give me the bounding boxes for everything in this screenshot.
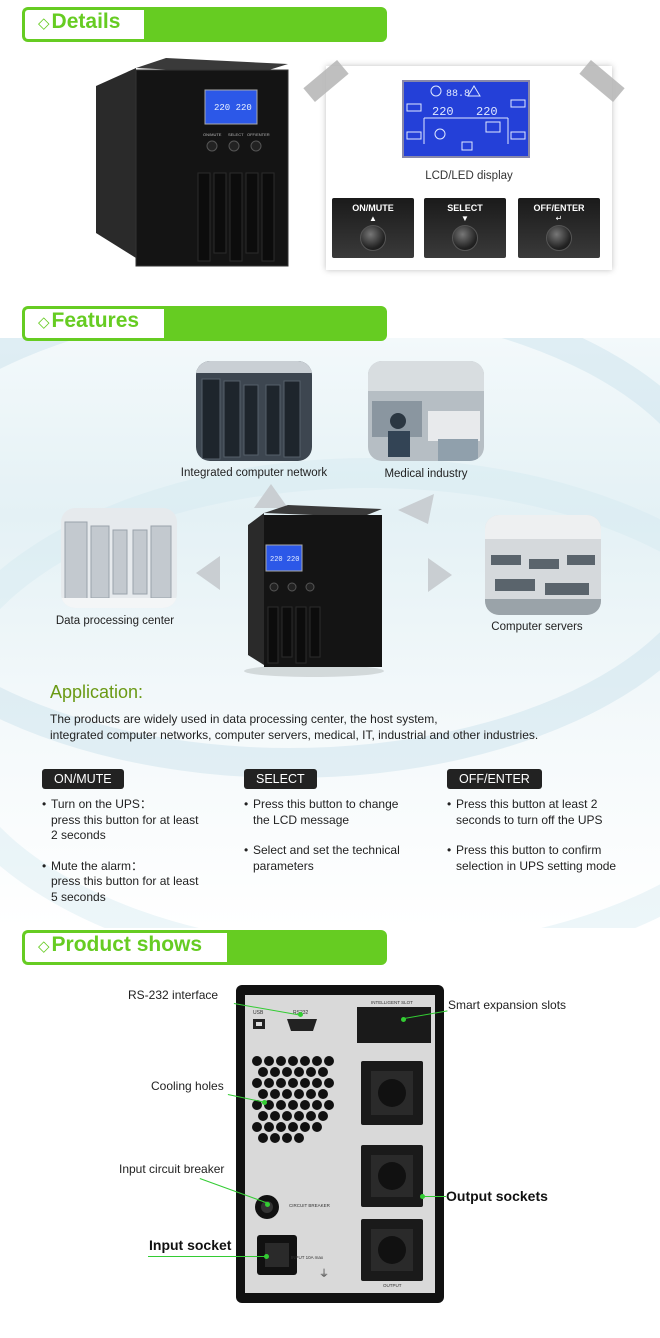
list-item: Turn on the UPS： press this button for a… <box>42 797 242 844</box>
network-caption: Integrated computer network <box>180 467 328 479</box>
svg-text:220 220: 220 220 <box>214 103 252 113</box>
on-mute-button-tile: ON/MUTE ▲ <box>332 198 414 258</box>
svg-text:⏚: ⏚ <box>319 1268 329 1280</box>
svg-text:220: 220 <box>432 105 454 119</box>
off-enter-button-tile: OFF/ENTER ↵ <box>518 198 600 258</box>
features-section-header: ◇Features <box>22 306 387 341</box>
cooling-holes-callout: Cooling holes <box>151 1079 224 1093</box>
rs232-callout: RS-232 interface <box>128 988 219 1002</box>
on-mute-badge: ON/MUTE <box>42 769 124 789</box>
ups-rear-image: USB RS232 INTELLIGENT SLOT <box>236 985 444 1303</box>
off-enter-badge: OFF/ENTER <box>447 769 542 789</box>
select-badge: SELECT <box>244 769 317 789</box>
input-socket-callout: Input socket <box>149 1237 232 1253</box>
svg-text:OFF/ENTER: OFF/ENTER <box>247 132 270 137</box>
product-shows-section-header: ◇Product shows <box>22 930 387 965</box>
expansion-slots-callout: Smart expansion slots <box>448 998 567 1012</box>
diamond-icon: ◇ <box>38 314 50 331</box>
off-enter-knob <box>546 225 572 251</box>
output-socket-icon <box>361 1061 423 1281</box>
servers-photo <box>485 515 601 615</box>
lcd-caption: LCD/LED display <box>425 170 513 182</box>
down-arrow-icon: ▼ <box>461 214 469 223</box>
list-item: Mute the alarm： press this button for at… <box>42 859 242 906</box>
up-arrow-icon: ▲ <box>369 214 377 223</box>
on-mute-function: ON/MUTE Turn on the UPS： press this butt… <box>42 769 242 920</box>
select-function: SELECT Press this button to change the L… <box>244 769 444 889</box>
svg-text:USB: USB <box>253 1010 264 1016</box>
diamond-icon: ◇ <box>38 15 50 32</box>
application-text: The products are widely used in data pro… <box>50 712 539 742</box>
application-title: Application: <box>50 682 144 702</box>
lcd-screen: 88.8 220 220 <box>402 80 530 158</box>
off-enter-function: OFF/ENTER Press this button at least 2 s… <box>447 769 657 889</box>
list-item: Press this button to confirm selection i… <box>447 843 657 874</box>
medical-photo <box>368 361 484 461</box>
svg-text:ON/MUTE: ON/MUTE <box>203 132 222 137</box>
svg-text:INTELLIGENT SLOT: INTELLIGENT SLOT <box>371 1000 413 1005</box>
list-item: Press this button to change the LCD mess… <box>244 797 444 828</box>
arrow-left-icon <box>196 556 220 590</box>
arrow-up-left-icon <box>254 484 288 508</box>
data-center-photo <box>61 508 177 608</box>
svg-text:88.8: 88.8 <box>446 89 470 100</box>
details-title: ◇Details <box>38 10 121 33</box>
svg-text:SELECT: SELECT <box>228 132 244 137</box>
svg-text:OUTPUT: OUTPUT <box>383 1283 402 1288</box>
arrow-up-right-icon <box>398 494 434 524</box>
on-mute-knob <box>360 225 386 251</box>
svg-text:220: 220 <box>476 105 498 119</box>
svg-text:220 220: 220 220 <box>270 556 299 564</box>
list-item: Press this button at least 2 seconds to … <box>447 797 657 828</box>
arrow-right-icon <box>428 558 452 592</box>
lcd-segments-icon: 88.8 220 220 <box>406 85 526 151</box>
svg-text:CIRCUIT BREAKER: CIRCUIT BREAKER <box>289 1203 331 1208</box>
input-breaker-callout: Input circuit breaker <box>119 1162 225 1176</box>
lcd-detail-card: 88.8 220 220 LCD/LED display ON/MUTE ▲ S… <box>326 66 612 270</box>
select-button-tile: SELECT ▼ <box>424 198 506 258</box>
product-shows-title: ◇Product shows <box>38 933 203 956</box>
output-sockets-callout: Output sockets <box>446 1188 548 1204</box>
cooling-holes-icon <box>252 1056 334 1143</box>
list-item: Select and set the technical parameters <box>244 843 444 874</box>
servers-caption: Computer servers <box>491 621 583 633</box>
ups-front-image: 220 220 ON/MUTE SELECT OFF/ENTER <box>96 58 289 267</box>
ups-center-image: 220 220 <box>244 505 384 677</box>
diamond-icon: ◇ <box>38 938 50 955</box>
medical-caption: Medical industry <box>384 468 468 480</box>
data-center-caption: Data processing center <box>55 615 175 627</box>
select-knob <box>452 225 478 251</box>
features-title: ◇Features <box>38 309 140 332</box>
enter-arrow-icon: ↵ <box>555 214 563 223</box>
network-photo <box>196 361 312 461</box>
svg-text:INPUT 10A max: INPUT 10A max <box>291 1255 324 1260</box>
details-section-header: ◇Details <box>22 7 387 42</box>
